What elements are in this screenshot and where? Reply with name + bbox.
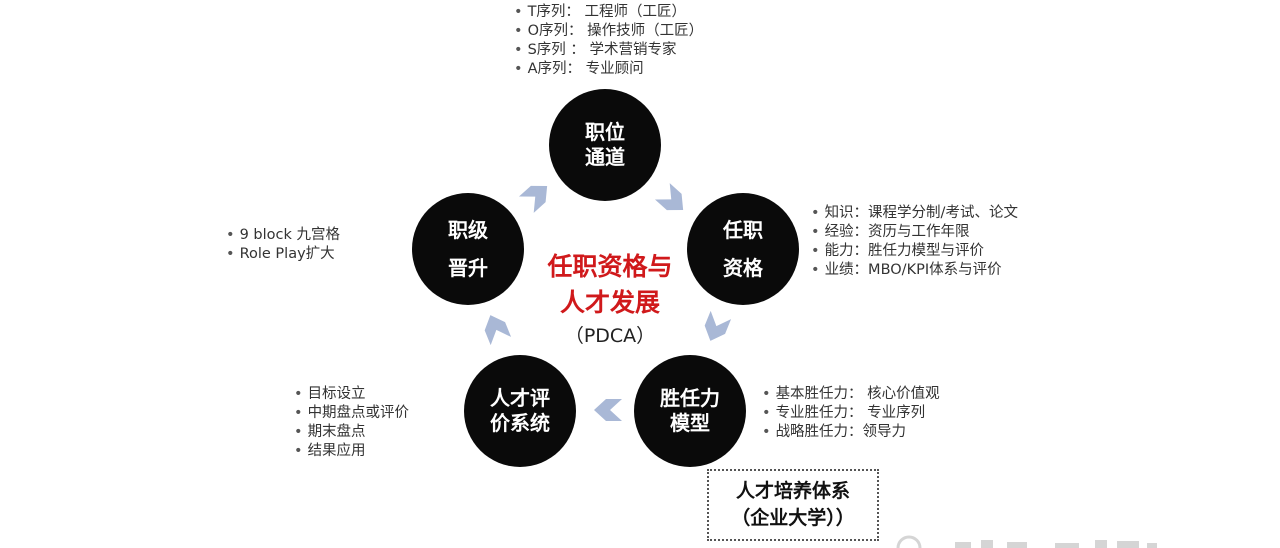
list-item: •能力：胜任力模型与评价 <box>811 242 1018 261</box>
list-item: •Role Play扩大 <box>226 245 340 264</box>
box-line2: （企业大学）） <box>731 507 855 529</box>
bullet-icon: • <box>514 4 523 20</box>
list-item: •战略胜任力：领导力 <box>762 423 940 442</box>
note-text: 结果应用 <box>307 443 366 459</box>
list-item: •O序列： 操作技师（工匠） <box>514 22 703 41</box>
bullet-icon: • <box>514 23 523 39</box>
node-qualification-line2: 资格 <box>723 256 763 280</box>
notes-qualification: •知识：课程学分制/考试、论文 •经验：资历与工作年限 •能力：胜任力模型与评价… <box>811 204 1018 280</box>
note-text: 业绩：MBO/KPI体系与评价 <box>824 262 1002 278</box>
note-text: T序列： 工程师（工匠） <box>527 4 687 20</box>
bullet-icon: • <box>294 386 303 402</box>
bullet-icon: • <box>514 42 523 58</box>
note-text: 期末盘点 <box>307 424 366 440</box>
list-item: •S序列 ： 学术营销专家 <box>514 41 703 60</box>
center-title-line2: 人才发展 <box>559 288 660 317</box>
bullet-icon: • <box>294 424 303 440</box>
node-competency-model: 胜任力 模型 <box>634 355 746 467</box>
bullet-icon: • <box>811 224 820 240</box>
node-promotion-line1: 职级 <box>448 218 488 242</box>
note-text: 目标设立 <box>307 386 366 402</box>
node-talent-review: 人才评 价系统 <box>464 355 576 467</box>
note-text: A序列： 专业顾问 <box>527 61 644 77</box>
bullet-icon: • <box>294 405 303 421</box>
note-text: Role Play扩大 <box>239 246 335 262</box>
bullet-icon: • <box>811 262 820 278</box>
node-talent-review-line2: 价系统 <box>490 411 550 435</box>
list-item: •基本胜任力： 核心价值观 <box>762 385 940 404</box>
note-text: 知识：课程学分制/考试、论文 <box>824 205 1018 221</box>
arrow-qualification-to-competency-icon <box>700 310 732 346</box>
bullet-icon: • <box>762 405 771 421</box>
note-text: 能力：胜任力模型与评价 <box>824 243 985 259</box>
list-item: •9 block 九宫格 <box>226 226 340 245</box>
bullet-icon: • <box>811 205 820 221</box>
node-promotion-line2: 晋升 <box>448 256 488 280</box>
bullet-icon: • <box>811 243 820 259</box>
note-text: 战略胜任力：领导力 <box>775 424 907 440</box>
node-qualification: 任职 资格 <box>687 193 799 305</box>
arrow-career-to-qualification-icon <box>654 183 691 219</box>
box-line1: 人才培养体系 <box>735 480 850 502</box>
arrow-competency-to-review-icon <box>594 399 622 421</box>
list-item: •专业胜任力： 专业序列 <box>762 404 940 423</box>
list-item: •目标设立 <box>294 385 409 404</box>
list-item: •经验：资历与工作年限 <box>811 223 1018 242</box>
center-title: 任职资格与 人才发展 <box>530 249 690 321</box>
center-title-line1: 任职资格与 <box>547 252 673 281</box>
bullet-icon: • <box>226 227 235 243</box>
note-text: 中期盘点或评价 <box>307 405 410 421</box>
note-text: O序列： 操作技师（工匠） <box>527 23 704 39</box>
node-qualification-line1: 任职 <box>723 218 763 242</box>
note-text: 经验：资历与工作年限 <box>824 224 970 240</box>
node-promotion: 职级 晋升 <box>412 193 524 305</box>
node-competency-line2: 模型 <box>670 411 710 435</box>
node-career-path: 职位 通道 <box>549 89 661 201</box>
list-item: •知识：课程学分制/考试、论文 <box>811 204 1018 223</box>
notes-promotion: •9 block 九宫格 •Role Play扩大 <box>226 226 340 264</box>
bullet-icon: • <box>762 386 771 402</box>
node-talent-review-line1: 人才评 <box>490 386 550 410</box>
list-item: •结果应用 <box>294 442 409 461</box>
notes-competency: •基本胜任力： 核心价值观 •专业胜任力： 专业序列 •战略胜任力：领导力 <box>762 385 940 442</box>
list-item: •中期盘点或评价 <box>294 404 409 423</box>
node-career-path-line2: 通道 <box>585 145 625 169</box>
note-text: S序列 ： 学术营销专家 <box>527 42 677 58</box>
note-text: 9 block 九宫格 <box>239 227 340 243</box>
bullet-icon: • <box>514 61 523 77</box>
watermark-logo <box>896 535 1157 548</box>
list-item: •T序列： 工程师（工匠） <box>514 3 703 22</box>
node-career-path-line1: 职位 <box>585 120 625 144</box>
note-text: 专业胜任力： 专业序列 <box>775 405 926 421</box>
list-item: •业绩：MBO/KPI体系与评价 <box>811 261 1018 280</box>
bullet-icon: • <box>762 424 771 440</box>
arrow-promotion-to-career-icon <box>518 177 555 213</box>
list-item: •A序列： 专业顾问 <box>514 60 703 79</box>
note-text: 基本胜任力： 核心价值观 <box>775 386 940 402</box>
talent-development-box: 人才培养体系 （企业大学）） <box>707 469 879 541</box>
node-competency-line1: 胜任力 <box>660 386 720 410</box>
notes-talent-review: •目标设立 •中期盘点或评价 •期末盘点 •结果应用 <box>294 385 409 461</box>
notes-career-path: •T序列： 工程师（工匠） •O序列： 操作技师（工匠） •S序列 ： 学术营销… <box>514 3 703 79</box>
bullet-icon: • <box>294 443 303 459</box>
arrow-review-to-promotion-icon <box>480 310 512 346</box>
bullet-icon: • <box>226 246 235 262</box>
center-subtitle: （PDCA） <box>564 325 656 347</box>
list-item: •期末盘点 <box>294 423 409 442</box>
